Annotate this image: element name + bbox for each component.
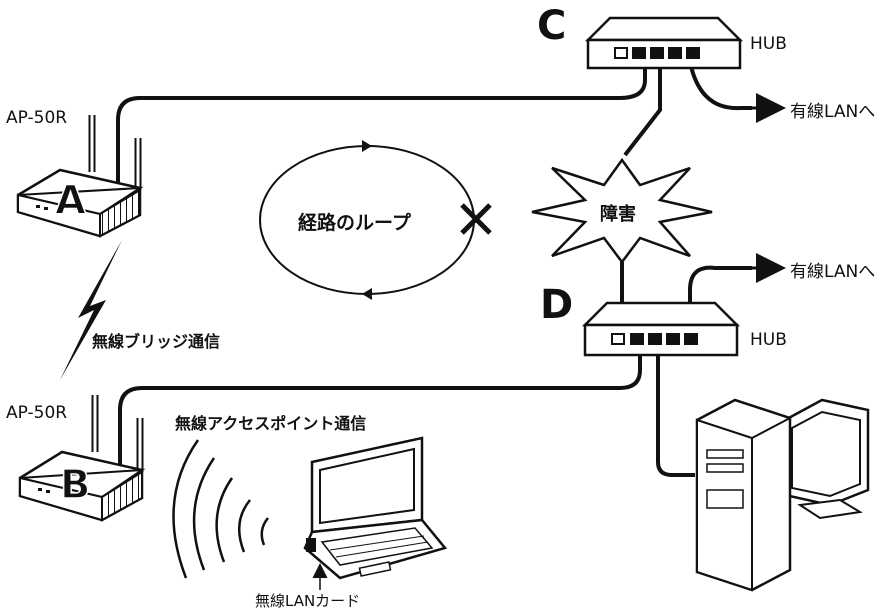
cable-hub-c-uplink	[688, 61, 752, 111]
loop-arrowhead-top	[362, 140, 372, 152]
hub-c-label: HUB	[750, 34, 787, 54]
computer-icon	[695, 398, 870, 592]
loop-label: 経路のループ	[298, 212, 411, 234]
wifi-waves-icon	[172, 439, 269, 579]
ap-a-model-label: AP-50R	[6, 108, 68, 128]
access-point-icon	[18, 395, 146, 522]
wireless-bridge-label: 無線ブリッジ通信	[92, 332, 221, 351]
cable-hub-d-pc	[656, 352, 695, 477]
wireless-ap-label: 無線アクセスポイント通信	[175, 414, 367, 433]
laptop-icon	[303, 436, 448, 580]
hub-d-letter: D	[540, 282, 574, 328]
hub-d-uplink-label: 有線LANへ	[790, 262, 876, 282]
hub-d-label: HUB	[750, 330, 787, 350]
ap-b-letter: B	[59, 461, 91, 509]
hub-icon	[584, 16, 744, 70]
cable-hub-c-fault	[623, 62, 662, 157]
lightning-icon	[60, 240, 122, 380]
cable-hub-d-uplink	[688, 265, 752, 325]
cable-a-to-hub-c	[116, 62, 647, 200]
hub-icon	[581, 301, 741, 357]
access-point-icon	[16, 115, 144, 238]
explosion-icon	[531, 157, 713, 265]
ap-a-letter: A	[54, 177, 86, 225]
cable-b-to-hub-d	[118, 352, 642, 470]
fault-label: 障害	[600, 204, 636, 225]
cross-icon	[460, 203, 492, 235]
lan-card-label: 無線LANカード	[255, 592, 361, 610]
loop-arrowhead-bottom	[362, 288, 372, 300]
hub-c-letter: C	[537, 3, 567, 49]
ap-b-model-label: AP-50R	[6, 403, 68, 423]
hub-c-uplink-label: 有線LANへ	[790, 102, 876, 122]
